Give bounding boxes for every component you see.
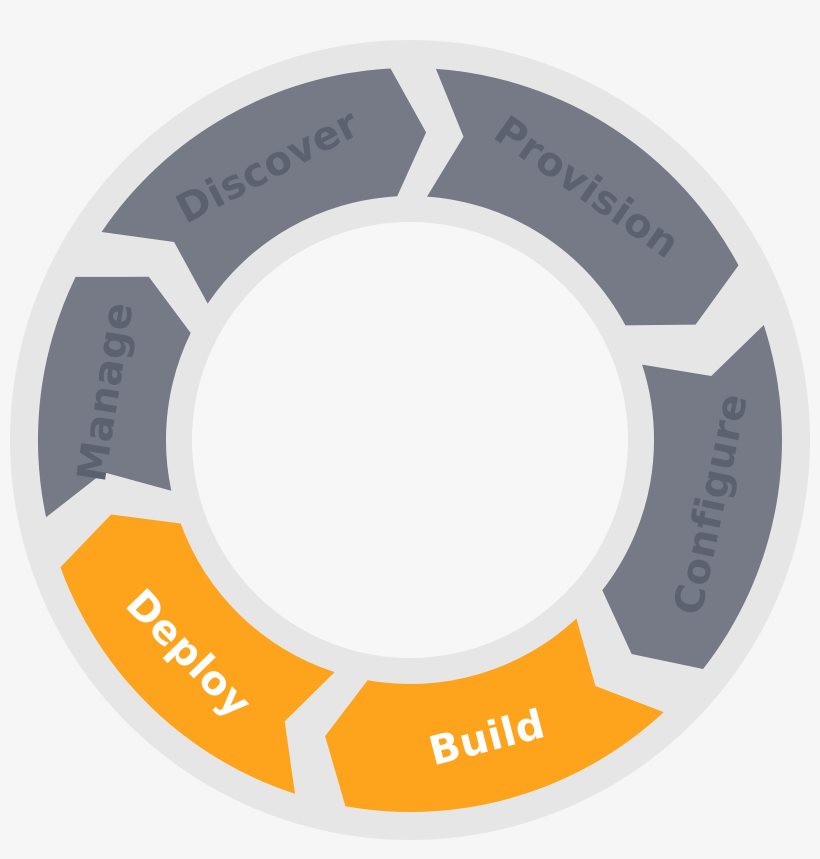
stage-manage: Manage bbox=[37, 276, 191, 518]
stage-build: Build bbox=[325, 618, 664, 812]
segment-discover bbox=[101, 68, 427, 304]
inner-hole bbox=[192, 222, 628, 658]
stage-configure: Configure bbox=[602, 325, 782, 669]
segment-manage bbox=[37, 276, 191, 518]
segment-deploy bbox=[60, 514, 335, 794]
segment-build bbox=[325, 618, 664, 812]
segment-configure bbox=[602, 325, 782, 669]
segment-provision bbox=[427, 68, 739, 326]
